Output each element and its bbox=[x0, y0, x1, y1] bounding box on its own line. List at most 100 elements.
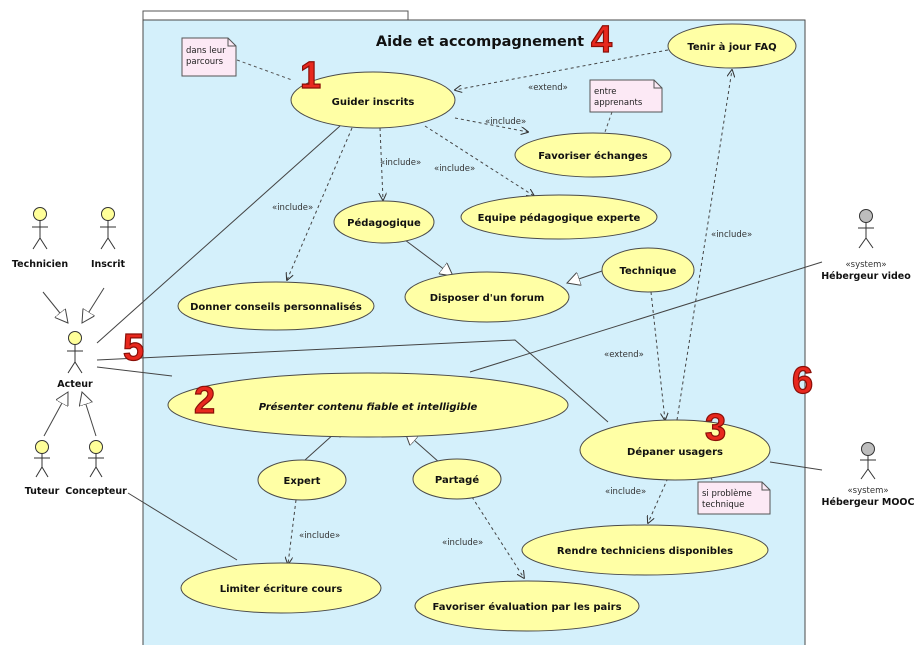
usecase-tenir-faq[interactable]: Tenir à jour FAQ bbox=[667, 23, 797, 69]
actor-acteur[interactable]: Acteur bbox=[57, 331, 93, 391]
usecase-rendre-techniciens[interactable]: Rendre techniciens disponibles bbox=[521, 524, 769, 576]
svg-text:Tenir à jour FAQ: Tenir à jour FAQ bbox=[687, 41, 776, 53]
svg-text:Pédagogique: Pédagogique bbox=[347, 217, 421, 229]
usecase-technique[interactable]: Technique bbox=[601, 247, 695, 293]
annotation-markers: 1 2 3 4 5 6 bbox=[122, 18, 813, 449]
marker-3: 3 bbox=[705, 407, 726, 449]
svg-text:Donner conseils personnalisés: Donner conseils personnalisés bbox=[190, 301, 362, 313]
usecase-favoriser-echanges[interactable]: Favoriser échanges bbox=[514, 132, 672, 178]
marker-4: 4 bbox=[591, 19, 612, 61]
dep-guider-echanges bbox=[454, 117, 528, 132]
dep-depaner-faq bbox=[676, 70, 732, 421]
actor-tuteur[interactable]: Tuteur bbox=[25, 440, 60, 498]
label-include-faq: «include» bbox=[711, 230, 752, 240]
usecase-expert[interactable]: Expert bbox=[257, 459, 347, 501]
marker-5: 5 bbox=[123, 327, 144, 369]
notes: dans leur parcours entre apprenants si p… bbox=[181, 37, 771, 515]
label-include-limiter: «include» bbox=[299, 531, 340, 541]
note-entre-apprenants: entre apprenants bbox=[589, 79, 663, 113]
label-extend-technique: «extend» bbox=[604, 350, 644, 360]
marker-2: 2 bbox=[194, 380, 215, 422]
marker-6: 6 bbox=[792, 360, 813, 402]
marker-1: 1 bbox=[300, 55, 321, 97]
label-extend-faq: «extend» bbox=[528, 83, 568, 93]
svg-text:Présenter contenu fiable et in: Présenter contenu fiable et intelligible bbox=[259, 401, 478, 413]
label-include-techniciens: «include» bbox=[605, 487, 646, 497]
svg-text:Hébergeur video: Hébergeur video bbox=[821, 271, 911, 282]
use-cases: Guider inscrits Présenter contenu fiable… bbox=[167, 23, 797, 632]
assoc-concepteur-limiter bbox=[127, 492, 238, 561]
usecase-donner-conseils[interactable]: Donner conseils personnalisés bbox=[177, 281, 375, 331]
svg-text:Dépaner usagers: Dépaner usagers bbox=[627, 446, 723, 458]
relationship-labels: «extend» «include» «include» «include» «… bbox=[272, 83, 752, 548]
actors: Technicien Inscrit Acteur Tuteur bbox=[12, 207, 915, 509]
dep-expert-limiter bbox=[288, 499, 297, 564]
actor-concepteur[interactable]: Concepteur bbox=[65, 440, 127, 498]
svg-text:Tuteur: Tuteur bbox=[25, 486, 60, 497]
usecase-partage[interactable]: Partagé bbox=[412, 458, 502, 500]
assoc-acteur-guider bbox=[96, 125, 341, 344]
label-include-conseils: «include» bbox=[272, 203, 313, 213]
actor-hebergeur-video[interactable]: «system» Hébergeur video bbox=[821, 209, 911, 283]
label-include-equipe: «include» bbox=[434, 164, 475, 174]
usecase-disposer-forum[interactable]: Disposer d'un forum bbox=[404, 271, 570, 323]
svg-text:Technique: Technique bbox=[620, 266, 677, 277]
svg-text:Acteur: Acteur bbox=[57, 379, 93, 390]
assoc-hebvideo-presenter bbox=[469, 261, 823, 373]
svg-text:«system»: «system» bbox=[847, 486, 888, 496]
svg-text:apprenants: apprenants bbox=[594, 98, 643, 108]
usecase-guider-inscrits[interactable]: Guider inscrits bbox=[290, 71, 456, 129]
system-title: Aide et accompagnement bbox=[376, 34, 584, 50]
anchor-note-parcours bbox=[236, 59, 293, 81]
usecase-presenter-contenu[interactable]: Présenter contenu fiable et intelligible bbox=[167, 372, 569, 438]
gen-pedago-forum bbox=[404, 239, 453, 276]
gen-technicien-acteur bbox=[42, 291, 68, 323]
dependencies bbox=[287, 49, 732, 578]
svg-text:Limiter écriture cours: Limiter écriture cours bbox=[220, 583, 343, 595]
label-include-pedago: «include» bbox=[380, 158, 421, 168]
label-include-echanges: «include» bbox=[485, 117, 526, 127]
svg-text:Guider inscrits: Guider inscrits bbox=[332, 97, 415, 108]
svg-text:Technicien: Technicien bbox=[12, 259, 68, 270]
svg-text:Favoriser évaluation par les p: Favoriser évaluation par les pairs bbox=[432, 601, 621, 613]
svg-text:Favoriser échanges: Favoriser échanges bbox=[538, 150, 648, 162]
gen-concepteur-acteur bbox=[82, 392, 97, 437]
dep-guider-pedago bbox=[380, 127, 383, 200]
associations bbox=[96, 125, 823, 561]
svg-text:entre: entre bbox=[594, 87, 617, 97]
usecase-depaner-usagers[interactable]: Dépaner usagers bbox=[579, 419, 771, 481]
gen-partage-presenter bbox=[405, 432, 441, 464]
svg-text:Equipe pédagogique experte: Equipe pédagogique experte bbox=[478, 212, 641, 224]
usecase-equipe-pedagogique[interactable]: Equipe pédagogique experte bbox=[460, 194, 658, 240]
svg-text:Expert: Expert bbox=[284, 476, 321, 487]
note-si-probleme-technique: si problème technique bbox=[697, 481, 771, 515]
svg-text:Partagé: Partagé bbox=[435, 474, 479, 486]
usecase-pedagogique[interactable]: Pédagogique bbox=[333, 200, 435, 244]
svg-text:dans leur: dans leur bbox=[186, 46, 226, 56]
svg-text:«system»: «system» bbox=[845, 260, 886, 270]
svg-text:Inscrit: Inscrit bbox=[91, 259, 126, 270]
usecase-favoriser-evaluation[interactable]: Favoriser évaluation par les pairs bbox=[414, 580, 640, 632]
actor-hebergeur-mooc[interactable]: «system» Hébergeur MOOC bbox=[822, 442, 915, 509]
dep-depaner-techniciens bbox=[648, 461, 676, 523]
actor-technicien[interactable]: Technicien bbox=[12, 207, 68, 271]
svg-text:Hébergeur MOOC: Hébergeur MOOC bbox=[822, 497, 915, 508]
svg-text:Rendre techniciens disponibles: Rendre techniciens disponibles bbox=[557, 546, 733, 557]
assoc-acteur-depaner bbox=[96, 339, 609, 423]
assoc-acteur-presenter bbox=[96, 366, 173, 377]
assoc-hebmooc-depaner bbox=[769, 461, 823, 471]
label-include-evaluation: «include» bbox=[442, 538, 483, 548]
svg-text:Concepteur: Concepteur bbox=[65, 486, 127, 497]
svg-text:Disposer d'un forum: Disposer d'un forum bbox=[430, 293, 545, 304]
generalizations bbox=[42, 239, 606, 464]
svg-text:parcours: parcours bbox=[186, 57, 224, 67]
usecase-limiter-ecriture[interactable]: Limiter écriture cours bbox=[180, 562, 382, 614]
dep-partage-evaluation bbox=[471, 496, 524, 578]
gen-technique-forum bbox=[567, 269, 606, 283]
svg-text:si problème: si problème bbox=[702, 488, 752, 499]
gen-tuteur-acteur bbox=[43, 392, 68, 437]
actor-inscrit[interactable]: Inscrit bbox=[91, 207, 126, 271]
gen-inscrit-acteur bbox=[82, 287, 105, 323]
note-dans-leur-parcours: dans leur parcours bbox=[181, 37, 237, 77]
svg-text:technique: technique bbox=[702, 500, 744, 510]
